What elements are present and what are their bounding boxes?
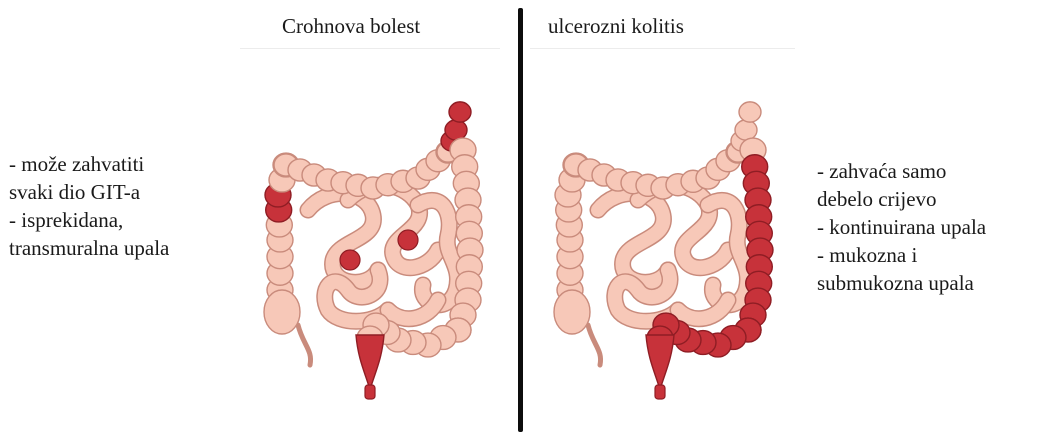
rectum — [356, 335, 384, 390]
crohn-note-line: transmuralna upala — [9, 234, 169, 262]
crohn-title: Crohnova bolest — [282, 14, 420, 39]
cecum — [264, 290, 300, 334]
appendix — [588, 325, 601, 365]
crohn-note-line: svaki dio GIT-a — [9, 178, 169, 206]
anal-canal — [655, 385, 665, 399]
crohn-notes: - može zahvatiti svaki dio GIT-a - ispre… — [9, 150, 169, 262]
colitis-note-line: submukozna upala — [817, 269, 986, 297]
inflamed-spot — [398, 230, 418, 250]
small-intestine-loop — [388, 300, 438, 319]
cecum — [554, 290, 590, 334]
appendix — [298, 325, 311, 365]
rectum — [646, 335, 674, 390]
title-underline-right — [530, 48, 795, 49]
colitis-note-line: - zahvaća samo — [817, 157, 986, 185]
colon-segment — [739, 102, 761, 122]
colon-segment — [735, 120, 757, 140]
anal-canal — [365, 385, 375, 399]
title-underline-left — [240, 48, 500, 49]
intestines-crohn-icon — [258, 90, 498, 410]
colitis-note-line: debelo crijevo — [817, 185, 986, 213]
colitis-note-line: - mukozna i — [817, 241, 986, 269]
inflamed-spot — [340, 250, 360, 270]
colitis-notes: - zahvaća samo debelo crijevo - kontinui… — [817, 157, 986, 297]
crohn-note-line: - isprekidana, — [9, 206, 169, 234]
inflamed-segment — [449, 102, 471, 122]
inflamed-segment — [445, 120, 467, 140]
intestines-colitis-icon — [548, 90, 788, 410]
small-intestine-loop — [678, 300, 728, 319]
colitis-note-line: - kontinuirana upala — [817, 213, 986, 241]
colitis-title: ulcerozni kolitis — [548, 14, 684, 39]
center-divider — [518, 8, 523, 432]
crohn-note-line: - može zahvatiti — [9, 150, 169, 178]
